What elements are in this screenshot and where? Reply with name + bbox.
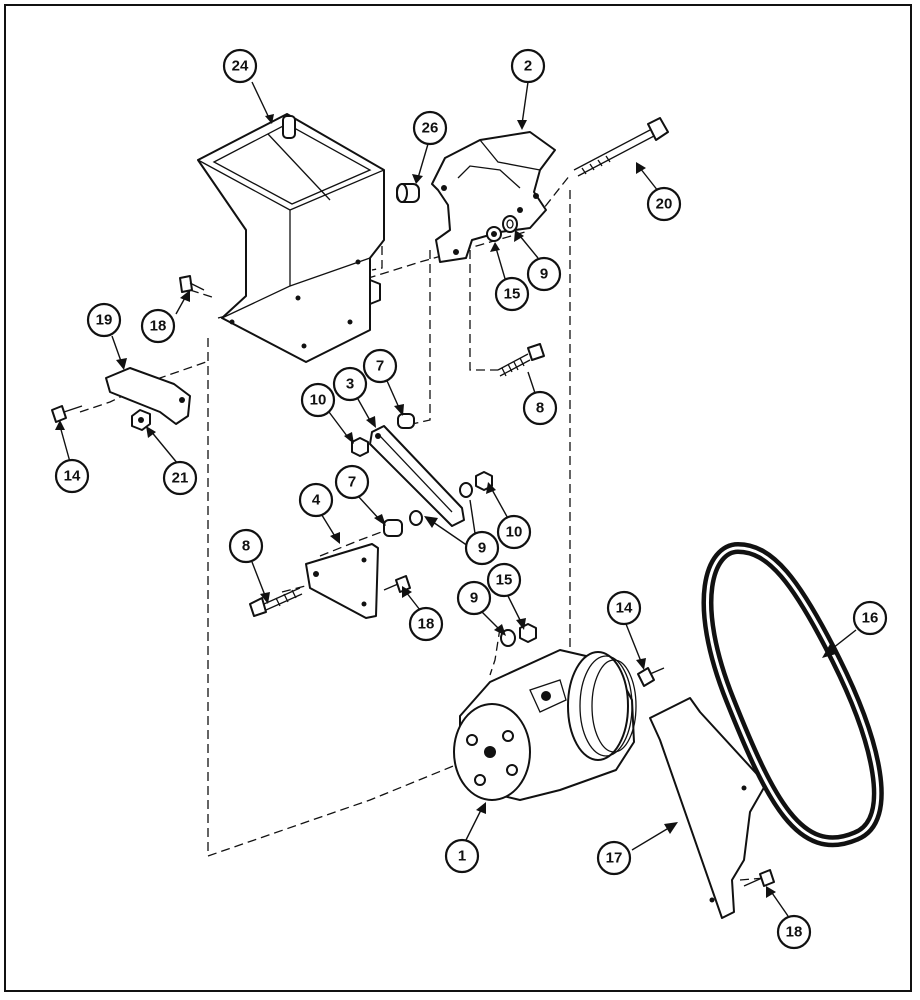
callout-16-label: 16 — [862, 610, 879, 627]
part-21-nut — [131, 409, 151, 431]
callout-15-upper-label: 15 — [504, 286, 521, 303]
callout-15-upper: 15 — [494, 276, 530, 312]
part-18-bolt-lower — [743, 869, 775, 887]
callout-7-upper-label: 7 — [376, 358, 384, 375]
part-20-long-bolt — [573, 117, 669, 177]
callout-14-lower-label: 14 — [616, 600, 633, 617]
callout-2-label: 2 — [524, 58, 532, 75]
callout-10-right: 10 — [496, 514, 532, 550]
callout-15-lower-label: 15 — [496, 572, 513, 589]
callout-9-mid: 9 — [464, 530, 500, 566]
callout-15-lower: 15 — [486, 562, 522, 598]
callout-8-lower: 8 — [228, 528, 264, 564]
callout-24: 24 — [222, 48, 258, 84]
callout-10-right-label: 10 — [506, 524, 523, 541]
callout-19-label: 19 — [96, 312, 113, 329]
part-10-nut-upper — [351, 437, 369, 457]
callout-3: 3 — [332, 366, 368, 402]
callout-14-left-label: 14 — [64, 468, 81, 485]
callout-20: 20 — [646, 186, 682, 222]
callout-21: 21 — [162, 460, 198, 496]
part-8-bolt-upper — [497, 343, 545, 377]
callout-7-lower-label: 7 — [348, 474, 356, 491]
callout-17: 17 — [596, 840, 632, 876]
callout-18-upper-label: 18 — [150, 318, 167, 335]
callout-14-lower: 14 — [606, 590, 642, 626]
callout-4: 4 — [298, 482, 334, 518]
part-9-washer-upper — [502, 215, 518, 233]
callout-10-upper-label: 10 — [310, 392, 327, 409]
part-1-compressor — [453, 649, 637, 801]
part-16-belt — [701, 541, 884, 848]
part-8-bolt-lower — [249, 587, 303, 617]
callout-9-upper: 9 — [526, 256, 562, 292]
callout-4-label: 4 — [312, 492, 321, 509]
callout-19: 19 — [86, 302, 122, 338]
part-15-nut-upper — [486, 226, 502, 242]
callout-20-label: 20 — [656, 196, 673, 213]
leader-lines — [55, 81, 857, 917]
part-7-spacer-upper — [397, 413, 415, 429]
callout-14-left: 14 — [54, 458, 90, 494]
callout-9-lower: 9 — [456, 580, 492, 616]
callout-7-upper: 7 — [362, 348, 398, 384]
callout-18-lower: 18 — [776, 914, 812, 950]
part-7-spacer-lower — [383, 519, 403, 537]
callout-16: 16 — [852, 600, 888, 636]
callout-3-label: 3 — [346, 376, 354, 393]
callout-2: 2 — [510, 48, 546, 84]
part-2-upper-bracket — [431, 131, 556, 263]
part-19-plate — [105, 367, 191, 425]
callout-9-lower-label: 9 — [470, 590, 478, 607]
part-9-washer-mid — [409, 482, 473, 526]
callout-9-mid-label: 9 — [478, 540, 486, 557]
callout-18-upper: 18 — [140, 308, 176, 344]
part-24-bracket — [197, 113, 385, 363]
callout-21-label: 21 — [172, 470, 189, 487]
part-14-bolt-lower — [637, 667, 665, 687]
callout-18-lower-label: 18 — [786, 924, 803, 941]
part-18-bolt-upper — [179, 275, 205, 293]
callout-18-mid-label: 18 — [418, 616, 435, 633]
part-26-spacer — [396, 183, 420, 203]
callout-1: 1 — [444, 838, 480, 874]
callout-8-lower-label: 8 — [242, 538, 250, 555]
part-18-bolt-mid — [383, 575, 411, 593]
callout-8-upper-label: 8 — [536, 400, 544, 417]
part-3-slotted-link — [369, 425, 465, 527]
part-17-mounting-plate — [649, 697, 767, 919]
callout-1-label: 1 — [458, 848, 466, 865]
callout-8-upper: 8 — [522, 390, 558, 426]
part-4-plate-bracket — [305, 543, 379, 619]
callout-10-upper: 10 — [300, 382, 336, 418]
callout-26-label: 26 — [422, 120, 439, 137]
part-14-bolt-left — [51, 405, 83, 423]
callout-24-label: 24 — [232, 58, 249, 75]
callout-9-upper-label: 9 — [540, 266, 548, 283]
callout-26: 26 — [412, 110, 448, 146]
callout-18-mid: 18 — [408, 606, 444, 642]
callout-17-label: 17 — [606, 850, 623, 867]
callout-7-lower: 7 — [334, 464, 370, 500]
